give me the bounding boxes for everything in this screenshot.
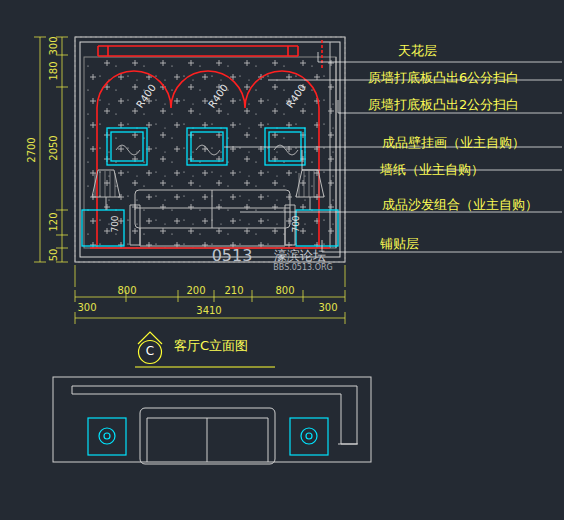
dimension: 2700 xyxy=(26,137,37,162)
annotation: 天花层 xyxy=(398,44,437,58)
dimension: 700 xyxy=(111,215,121,232)
annotation: 铺贴层 xyxy=(380,237,419,251)
dimension: 300 xyxy=(318,302,337,313)
symbol-letter: C xyxy=(146,345,154,358)
section-symbol: C xyxy=(137,339,163,365)
dimension: 800 xyxy=(117,285,136,296)
watermark: 0513 xyxy=(212,247,253,265)
dimension: 300 xyxy=(77,302,96,313)
dimension: 200 xyxy=(186,285,205,296)
dimension: 800 xyxy=(275,285,294,296)
dimension: 50 xyxy=(48,249,59,262)
annotation: 原墙打底板凸出2公分扫白 xyxy=(368,98,519,112)
dimension: 700 xyxy=(292,215,302,232)
dimension: 3410 xyxy=(196,305,221,316)
annotation: 原墙打底板凸出6公分扫白 xyxy=(368,71,519,85)
dimension: 180 xyxy=(48,61,59,80)
annotation: 成品沙发组合（业主自购） xyxy=(382,198,538,212)
annotation: 成品壁挂画（业主自购） xyxy=(382,136,525,150)
watermark: BBS.0513.ORG xyxy=(273,264,332,273)
dimension: 2050 xyxy=(48,135,59,160)
dimension: 300 xyxy=(48,36,59,55)
dimension: 120 xyxy=(48,212,59,231)
drawing-title: 客厅C立面图 xyxy=(174,339,248,353)
annotation: 墙纸（业主自购） xyxy=(380,163,484,177)
watermark: 濠滨论坛 xyxy=(274,249,326,263)
dimension: 210 xyxy=(224,285,243,296)
